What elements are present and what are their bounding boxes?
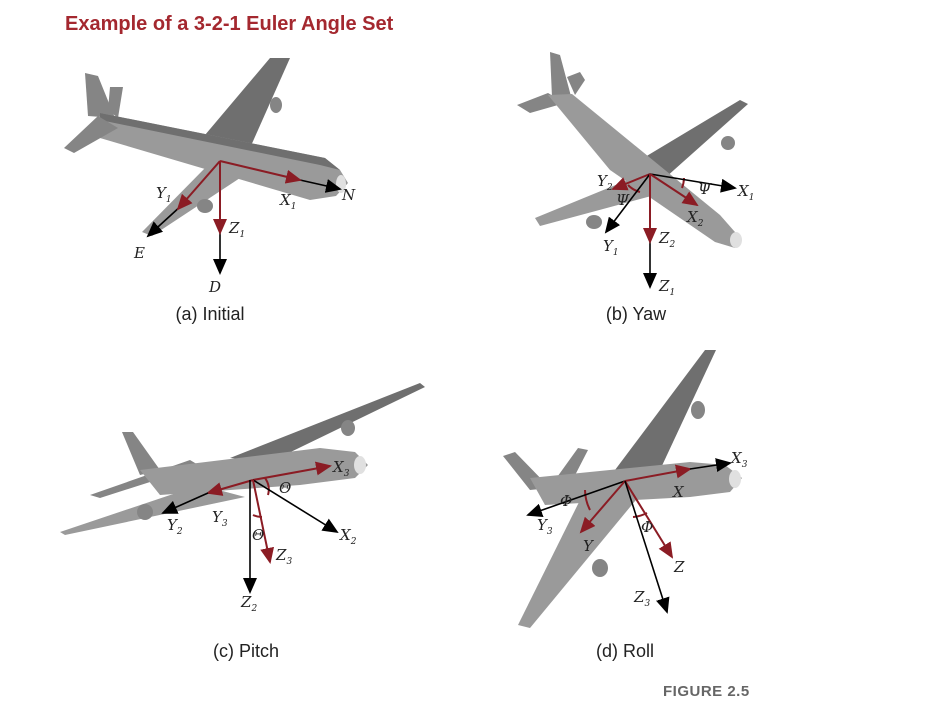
panel-d-roll: X3 X Φ Φ Y3 Y Z Z3	[503, 350, 748, 628]
panel-a-initial: N X1 Y1 E Z1 D	[64, 58, 356, 296]
label-x2: X2	[686, 208, 704, 229]
label-theta-2: Θ	[252, 526, 264, 544]
label-z3: Z3	[633, 588, 650, 609]
caption-pitch: (c) Pitch	[212, 641, 280, 661]
label-y2: Y2	[167, 516, 183, 537]
aircraft-b	[517, 52, 748, 248]
caption-yaw: (b) Yaw	[605, 304, 667, 324]
label-psi-1: Ψ	[616, 191, 630, 209]
label-y: Y	[583, 537, 595, 555]
label-theta-1: Θ	[279, 479, 291, 497]
label-phi-1: Φ	[560, 492, 572, 510]
label-y3: Y3	[212, 508, 228, 529]
label-x: X	[672, 483, 685, 501]
caption-roll: (d) Roll	[595, 641, 655, 661]
label-y1: Y1	[603, 237, 619, 258]
label-z1: Z1	[228, 219, 245, 240]
aircraft-c	[60, 383, 425, 535]
label-x2: X2	[339, 526, 357, 547]
figure-title: Example of a 3-2-1 Euler Angle Set	[65, 13, 394, 35]
label-phi-2: Φ	[641, 518, 653, 536]
figure-number: FIGURE 2.5	[663, 683, 750, 700]
panel-b-yaw: Y2 Ψ Ψ X1 X2 Y1 Z2 Z1	[517, 52, 754, 298]
label-psi-2: Ψ	[698, 180, 712, 198]
label-x3: X3	[730, 449, 748, 470]
label-y2: Y2	[597, 172, 613, 193]
label-z2: Z2	[240, 593, 257, 614]
label-z2: Z2	[658, 229, 675, 250]
label-y3: Y3	[537, 516, 553, 537]
label-x1: X1	[737, 182, 754, 203]
caption-initial: (a) Initial	[175, 304, 245, 324]
label-z: Z	[673, 558, 685, 576]
label-z1: Z1	[658, 277, 675, 298]
panel-c-pitch: X3 Θ Θ Y2 Y3 X2 Z3 Z2	[60, 383, 425, 614]
aircraft-a	[64, 58, 348, 236]
aircraft-d	[503, 350, 742, 628]
label-e: E	[133, 244, 145, 262]
label-x1: X1	[279, 191, 296, 212]
label-n: N	[341, 186, 356, 204]
label-d: D	[208, 278, 221, 296]
label-z3: Z3	[275, 546, 292, 567]
label-x3: X3	[332, 458, 350, 479]
label-y1: Y1	[156, 184, 172, 205]
